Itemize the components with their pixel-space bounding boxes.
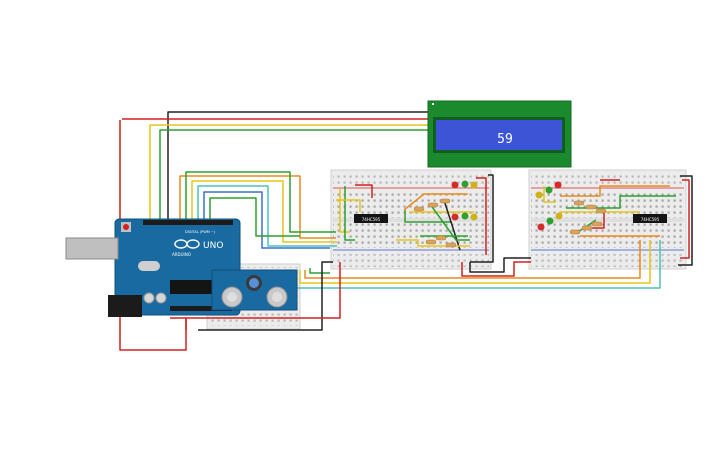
shift-register-left[interactable]: 74HC595 — [354, 214, 388, 223]
chip-label-right: 74HC595 — [641, 217, 660, 222]
crystal-icon — [138, 261, 160, 271]
wires[interactable] — [119, 111, 693, 351]
lcd-pin-header — [432, 103, 434, 105]
chip-label-left: 74HC595 — [362, 217, 381, 222]
digital-header — [143, 220, 233, 225]
power-jack-icon — [108, 295, 142, 317]
arduino-logo-icon — [174, 239, 200, 249]
lcd-text: 59 — [497, 132, 513, 147]
arduino-brand-label: ARDUINO — [172, 252, 191, 257]
leds-right[interactable] — [535, 181, 563, 231]
shift-register-right[interactable]: 74HC595 — [633, 214, 667, 223]
lcd-module[interactable]: 59 — [427, 100, 572, 168]
leds-left[interactable] — [451, 180, 478, 221]
atmega-chip — [170, 280, 220, 294]
analog-header — [170, 306, 232, 311]
resistors[interactable] — [413, 198, 607, 248]
arduino-model-label: UNO — [203, 241, 223, 251]
lcd-screen — [436, 120, 562, 150]
potentiometer-icon[interactable] — [246, 275, 262, 291]
arduino-pins-label: DIGITAL (PWM ~) — [185, 230, 216, 234]
arduino-uno-board[interactable]: UNO ARDUINO DIGITAL (PWM ~) — [65, 218, 241, 317]
usb-jack-icon — [65, 237, 119, 260]
